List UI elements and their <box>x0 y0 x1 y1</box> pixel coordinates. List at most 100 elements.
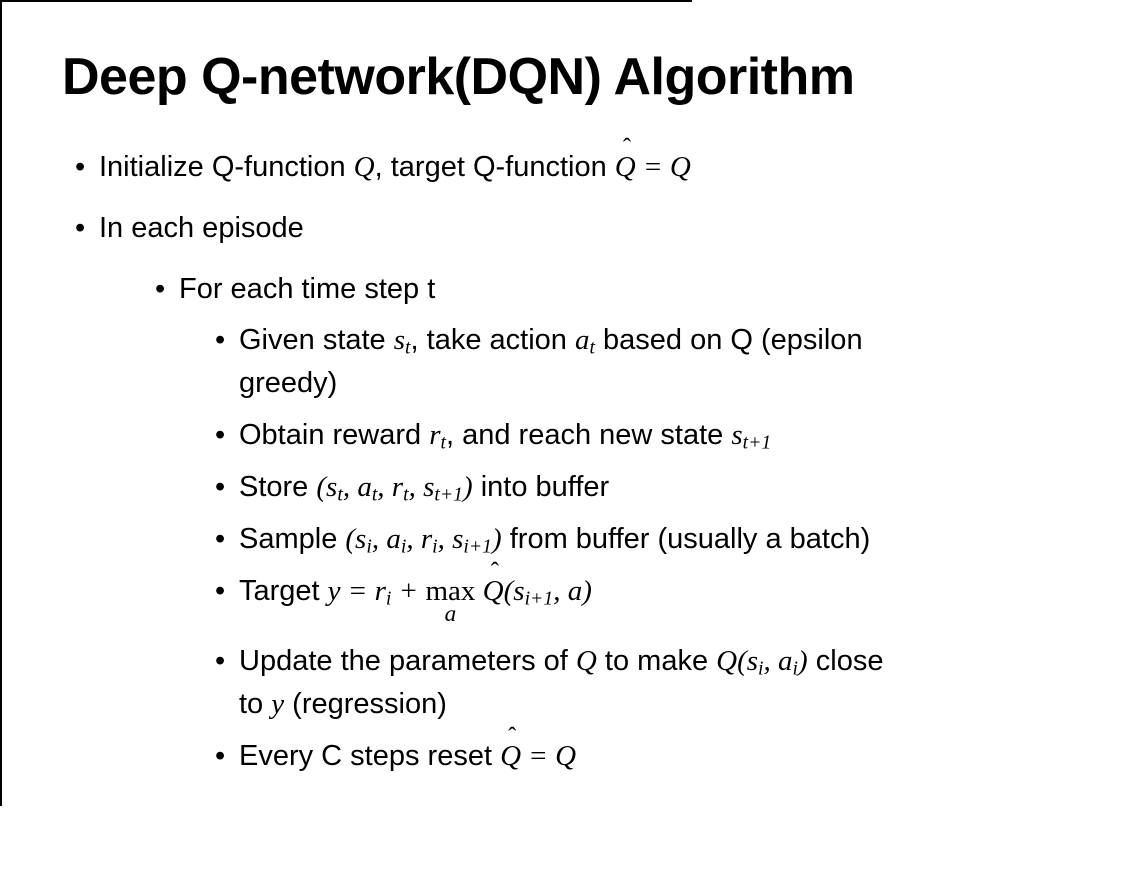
math-segment: ) <box>492 522 502 555</box>
bullet-marker: • <box>215 470 226 503</box>
hat-accent-icon: ˆ <box>622 134 632 162</box>
math-segment <box>475 575 482 607</box>
math-segment: , s <box>408 470 435 503</box>
slide-title: Deep Q-network(DQN) Algorithm <box>62 48 855 106</box>
math-subscript: t <box>405 336 411 359</box>
text-segment: to <box>239 687 272 720</box>
math-subscript: i <box>400 535 407 558</box>
bullet-item: •Sample (si, ai, ri, si+1) from buffer (… <box>215 518 1124 561</box>
math-subscript: t <box>440 431 446 454</box>
text-segment: Update the parameters of <box>239 644 576 677</box>
math-segment: , a <box>763 644 793 677</box>
text-segment: Given state <box>239 323 394 356</box>
text-segment: from buffer (usually a batch) <box>501 522 871 555</box>
text-segment: Target <box>239 574 328 607</box>
bullet-marker: • <box>215 418 226 451</box>
math-segment: , r <box>406 522 433 555</box>
math-segment: (s <box>345 522 367 555</box>
bullet-marker: • <box>215 323 226 356</box>
math-segment: Q <box>353 150 375 183</box>
text-segment: (regression) <box>284 687 447 720</box>
bullet-list: •Initialize Q-function Q, target Q-funct… <box>0 136 1124 778</box>
text-segment: into buffer <box>472 470 610 503</box>
math-segment: + <box>391 574 426 607</box>
bullet-marker: • <box>75 150 86 183</box>
math-segment: = Q <box>635 150 691 183</box>
math-subscript: i <box>432 535 438 558</box>
math-segment: Q(s <box>716 644 759 677</box>
text-segment: based on Q (epsilon <box>594 323 863 356</box>
text-segment: Sample <box>239 522 346 555</box>
math-segment: , s <box>437 522 464 555</box>
bullet-item: •In each episode <box>75 207 1124 250</box>
slide-frame-left-line <box>0 0 2 806</box>
bullet-item: • For each time step t <box>155 268 1124 311</box>
text-segment: close <box>807 644 884 677</box>
hat-accent-icon: ˆ <box>490 558 499 586</box>
math-subscript: i <box>792 657 799 680</box>
math-segment: , a <box>371 522 401 555</box>
math-subscript: t+1 <box>434 483 463 506</box>
math-subscript: t <box>403 483 409 506</box>
bullet-item: • Obtain reward rt, and reach new state s… <box>215 414 1124 457</box>
math-segment: (s <box>316 470 338 503</box>
bullet-text: Sample (si, ai, ri, si+1) from buffer (u… <box>239 518 870 561</box>
text-segment: to make <box>596 644 717 677</box>
math-segment: y <box>271 687 285 720</box>
text-segment: Obtain reward <box>239 418 430 451</box>
bullet-text: For each time step t <box>179 268 435 311</box>
math-subscript: i <box>385 587 392 610</box>
math-segment: r <box>429 418 441 451</box>
bullet-marker: • <box>215 522 226 555</box>
text-segment: In each episode <box>99 211 304 244</box>
text-segment: Every C steps reset <box>239 739 501 772</box>
text-segment: Store <box>239 470 317 503</box>
bullet-text: Update the parameters of Q to make Q(si,… <box>239 640 883 726</box>
bullet-marker: • <box>155 272 166 305</box>
math-segment: , a <box>342 470 372 503</box>
math-segment: s <box>731 418 743 451</box>
bullet-item: •Given state st, take action at based on… <box>215 319 1124 405</box>
math-segment: Q <box>575 644 597 677</box>
hat-accent-icon: ˆ <box>508 723 517 751</box>
bullet-text: Store (st, at, rt, st+1) into buffer <box>239 466 609 509</box>
math-subscript: t <box>371 483 378 506</box>
text-segment: For each time step t <box>179 272 436 305</box>
math-segment: , a) <box>553 574 592 607</box>
text-segment: , and reach new state <box>445 418 732 451</box>
bullet-item: •Update the parameters of Q to make Q(si… <box>215 640 1124 726</box>
bullet-marker: • <box>215 574 226 607</box>
math-segment: = Q <box>521 739 577 772</box>
math-subscript: t <box>589 336 595 359</box>
text-segment: greedy) <box>239 366 338 399</box>
bullet-text: In each episode <box>99 207 304 250</box>
math-subscript: i+1 <box>463 535 493 558</box>
math-segment: (s <box>503 574 525 607</box>
math-subscript: i <box>758 657 764 680</box>
math-subscript: i+1 <box>524 587 554 610</box>
bullet-text: Obtain reward rt, and reach new state st… <box>239 414 771 457</box>
math-segment: ) <box>463 470 473 503</box>
math-subscript: i <box>366 535 372 558</box>
bullet-item: • Initialize Q-function Q, target Q-funct… <box>75 136 1124 189</box>
bullet-marker: • <box>215 739 226 772</box>
math-segment: , r <box>377 470 404 503</box>
bullet-text: Initialize Q-function Q, target Q-functi… <box>99 136 691 189</box>
text-segment: Initialize Q-function <box>99 150 354 183</box>
math-segment: ) <box>798 644 808 677</box>
math-subscript: t <box>337 483 343 506</box>
text-segment: , target Q-function <box>374 150 615 183</box>
math-subscript: t+1 <box>742 431 772 454</box>
bullet-item: •Store (st, at, rt, st+1) into buffer <box>215 466 1124 509</box>
math-segment: s <box>393 323 406 356</box>
slide-frame-top-line <box>0 0 692 2</box>
math-segment: a <box>574 323 590 356</box>
bullet-marker: • <box>215 644 226 677</box>
